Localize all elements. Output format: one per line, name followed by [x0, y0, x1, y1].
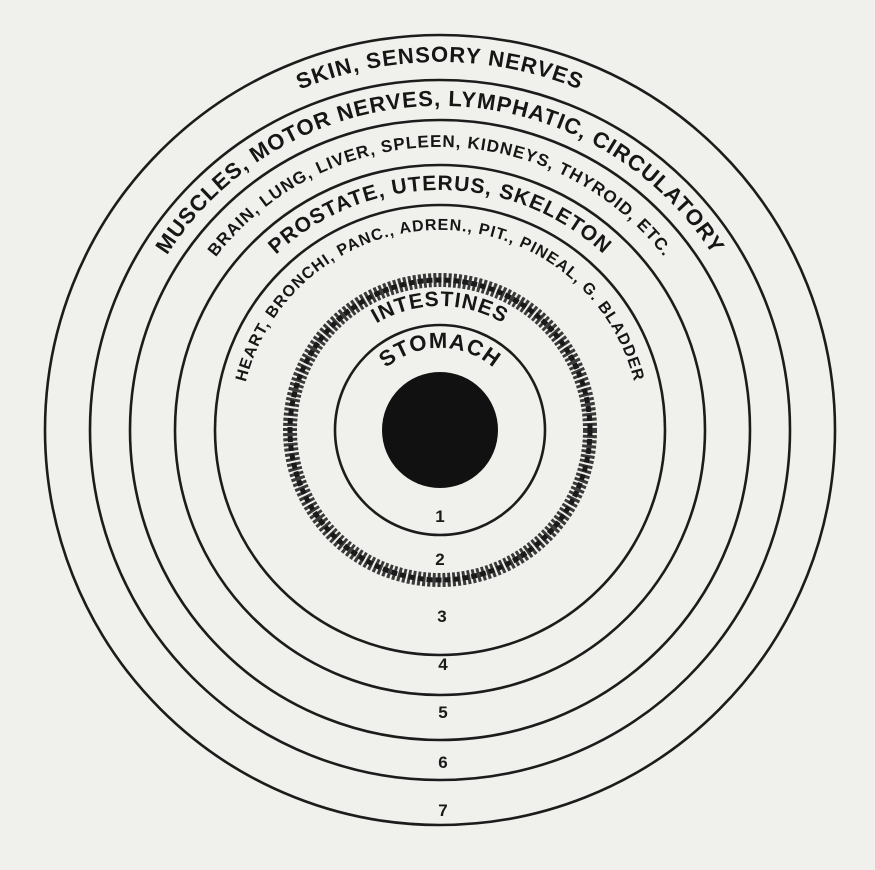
ring-number-7: 7 [438, 801, 447, 820]
ring-number-6: 6 [438, 753, 447, 772]
ring-number-4: 4 [438, 655, 448, 674]
ring-7 [43, 33, 837, 827]
core-dot [382, 372, 498, 488]
ring-2-thick [283, 273, 597, 587]
ring-number-5: 5 [438, 703, 447, 722]
ring-3 [213, 203, 667, 657]
ring-number-3: 3 [437, 607, 446, 626]
ring-6 [88, 78, 792, 782]
ring-number-1: 1 [435, 507, 444, 526]
ring-number-2: 2 [435, 550, 444, 569]
ring-4 [173, 163, 707, 697]
ring-1 [333, 323, 547, 537]
ring-5 [128, 118, 752, 742]
